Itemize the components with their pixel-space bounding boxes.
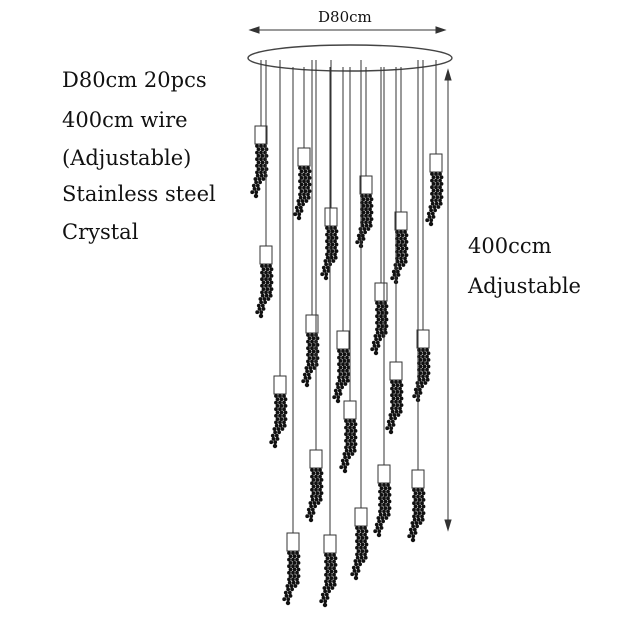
pendant xyxy=(255,60,274,319)
height-value: 400ccm xyxy=(468,234,552,258)
pendant xyxy=(412,60,431,403)
pendant xyxy=(282,67,301,606)
pendant-lights xyxy=(250,60,444,608)
spec-line-material: Stainless steel xyxy=(62,182,216,206)
pendant xyxy=(350,60,369,581)
spec-line-crystal: Crystal xyxy=(62,220,139,244)
spec-line-size: D80cm 20pcs xyxy=(62,68,207,92)
height-note: Adjustable xyxy=(468,274,581,298)
pendant xyxy=(385,67,404,435)
pendant xyxy=(305,60,324,523)
pendant xyxy=(319,67,338,608)
pendant xyxy=(339,67,358,474)
diameter-dimension xyxy=(248,26,447,34)
pendant xyxy=(407,60,426,543)
pendant xyxy=(425,60,444,227)
spec-line-wire: 400cm wire xyxy=(62,108,188,132)
pendant xyxy=(390,67,409,285)
pendant xyxy=(373,67,392,538)
pendant xyxy=(320,60,339,281)
pendant xyxy=(269,60,288,449)
pendant xyxy=(370,67,389,356)
diameter-label: D80cm xyxy=(318,8,372,26)
height-dimension xyxy=(444,68,452,532)
spec-line-adjustable: (Adjustable) xyxy=(62,146,192,170)
pendant xyxy=(355,67,374,249)
pendant xyxy=(332,67,351,404)
pendant xyxy=(293,67,312,221)
